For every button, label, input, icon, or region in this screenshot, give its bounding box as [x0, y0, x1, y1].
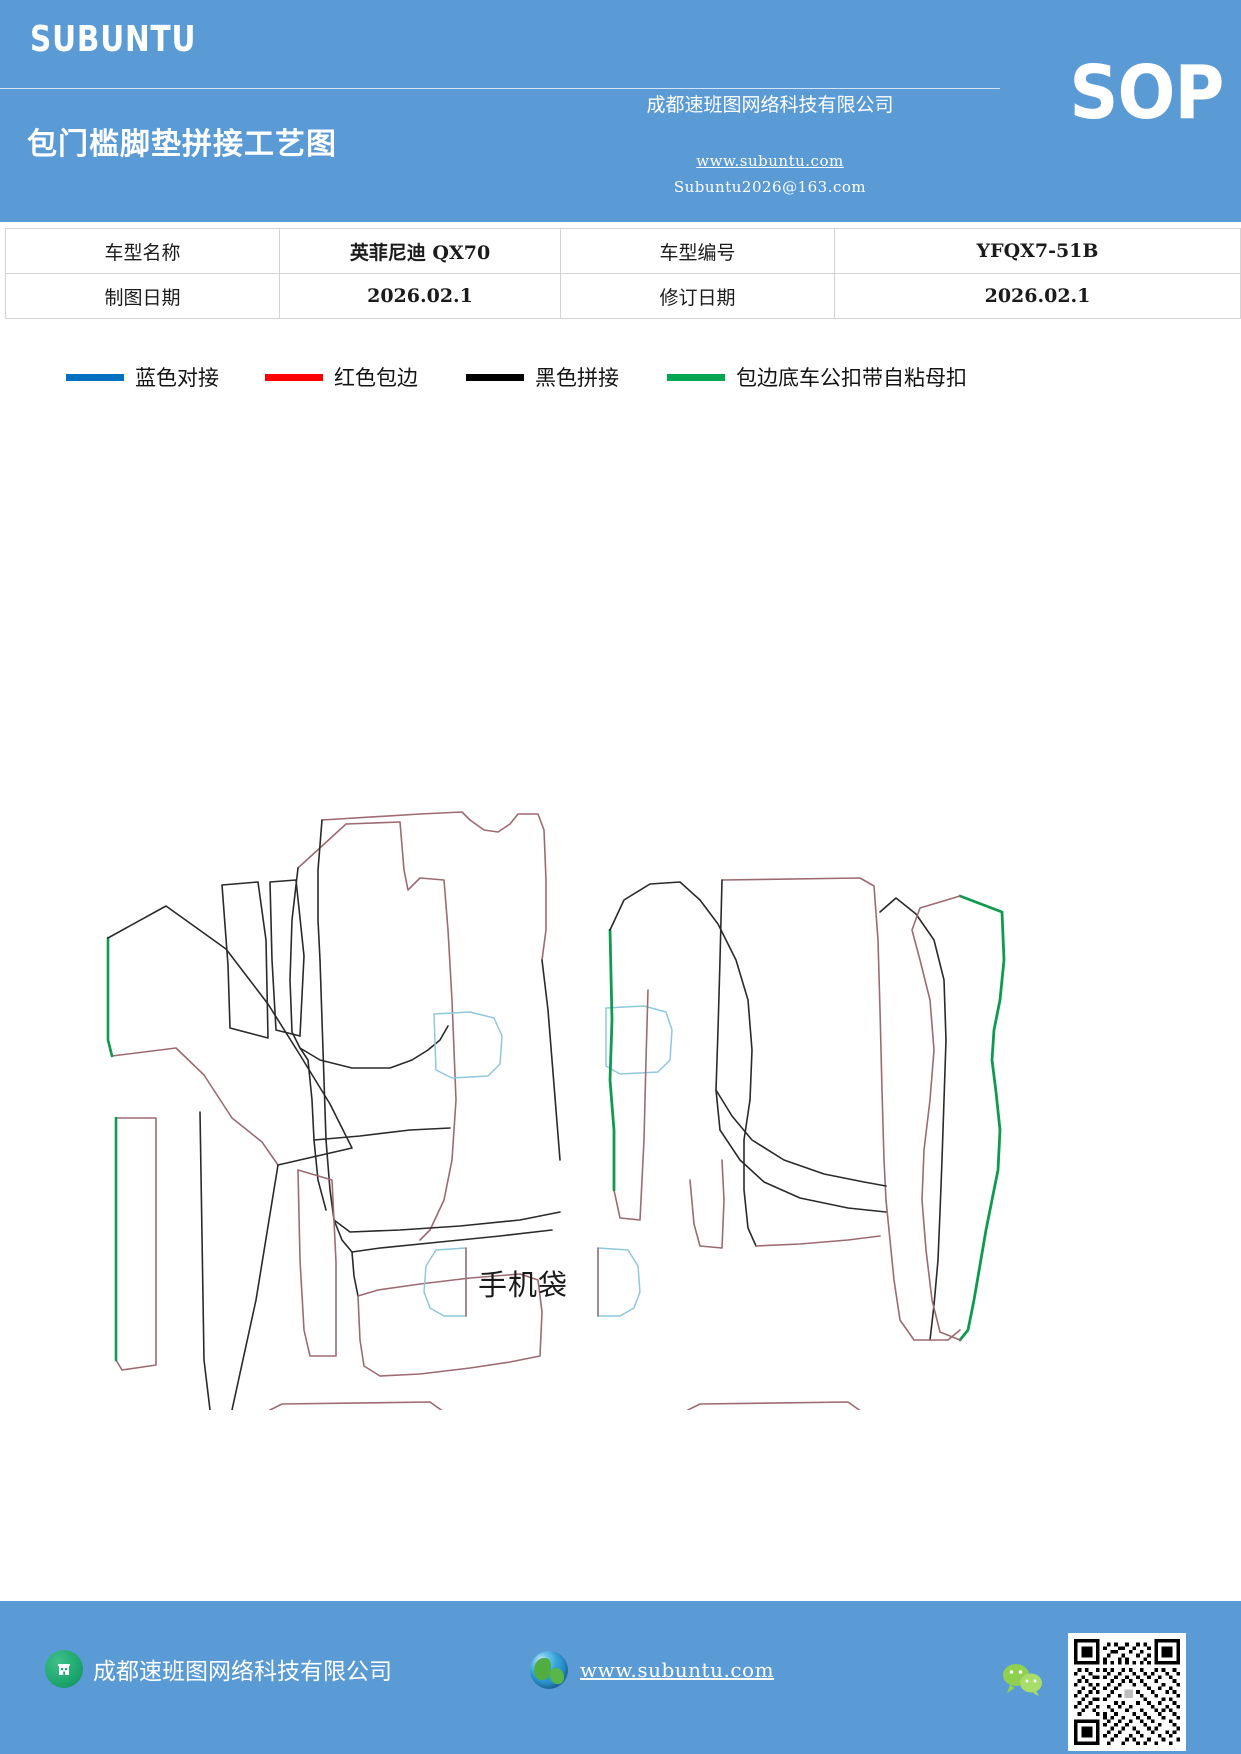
- header-divider: [0, 88, 1000, 89]
- piece-driver-toe-flap-right: [269, 879, 305, 1037]
- legend-label-black: 黑色拼接: [535, 366, 619, 390]
- wechat-icon: [1000, 1662, 1044, 1696]
- piece-rear-center-left-mat: [268, 1401, 443, 1410]
- piece-left-sill-strip: [114, 1116, 157, 1371]
- piece-driver-sub-panel-a: [357, 1273, 543, 1377]
- piece-left-lower-wedge: [199, 1111, 279, 1410]
- qr-code[interactable]: [1068, 1633, 1186, 1751]
- brand-logo: SUBUNTU: [30, 19, 197, 60]
- legend-item-green-hook-loop: 包边底车公扣带自粘母扣: [667, 362, 967, 392]
- table-row: 制图日期 2026.02.1 修订日期 2026.02.1: [5, 273, 1241, 319]
- building-icon: [45, 1650, 83, 1688]
- label-model-code: 车型编号: [560, 228, 835, 274]
- legend-swatch-blue: [66, 373, 124, 381]
- header-email[interactable]: Subuntu2026@163.com: [673, 178, 867, 196]
- value-model-code: YFQX7-51B: [834, 228, 1241, 274]
- piece-passenger-left-flap: [608, 881, 753, 1221]
- label-draw-date: 制图日期: [5, 273, 280, 319]
- value-revision-date: 2026.02.1: [834, 273, 1241, 319]
- footer-website-link[interactable]: www.subuntu.com: [580, 1658, 775, 1682]
- legend-label-red: 红色包边: [334, 366, 418, 390]
- piece-rear-center-right-mat: [686, 1401, 861, 1410]
- legend-item-red-binding: 红色包边: [265, 362, 418, 392]
- legend-label-blue: 蓝色对接: [135, 366, 219, 390]
- page-title: 包门槛脚垫拼接工艺图: [27, 127, 337, 162]
- legend-label-green: 包边底车公扣带自粘母扣: [736, 366, 967, 390]
- pattern-svg: [106, 811, 1006, 1410]
- vehicle-info-table: 车型名称 英菲尼迪 QX70 车型编号 YFQX7-51B 制图日期 2026.…: [5, 228, 1241, 319]
- value-draw-date: 2026.02.1: [279, 273, 561, 319]
- piece-driver-step-panel: [325, 1139, 561, 1297]
- footer-company-name: 成都速班图网络科技有限公司: [93, 1659, 392, 1685]
- legend-swatch-green: [667, 373, 725, 381]
- piece-phone-pocket-upper-left: [433, 1011, 503, 1079]
- value-model-name: 英菲尼迪 QX70: [279, 228, 561, 274]
- piece-center-console-panel: [317, 811, 561, 1161]
- legend-item-black-splice: 黑色拼接: [466, 362, 619, 392]
- piece-driver-main-mat: [289, 821, 457, 1241]
- page-footer: 成都速班图网络科技有限公司 www.subuntu.com: [0, 1601, 1241, 1754]
- table-row: 车型名称 英菲尼迪 QX70 车型编号 YFQX7-51B: [5, 228, 1241, 274]
- legend: 蓝色对接 红色包边 黑色拼接 包边底车公扣带自粘母扣: [66, 360, 1066, 394]
- label-revision-date: 修订日期: [560, 273, 835, 319]
- piece-passenger-sill-strip: [879, 897, 961, 1341]
- label-model-name: 车型名称: [5, 228, 280, 274]
- piece-phone-pocket-left: [423, 1247, 467, 1317]
- piece-phone-pocket-upper-right: [605, 1005, 673, 1075]
- piece-front-left-sill-outer: [106, 905, 353, 1166]
- footer-site: www.subuntu.com: [530, 1651, 774, 1689]
- piece-passenger-main-mat: [689, 877, 887, 1249]
- legend-item-blue-butt-joint: 蓝色对接: [66, 362, 219, 392]
- footer-company: 成都速班图网络科技有限公司: [45, 1650, 392, 1688]
- globe-icon: [530, 1651, 568, 1689]
- piece-driver-toe-flap-left: [221, 881, 269, 1039]
- piece-driver-sub-panel-b: [297, 1169, 337, 1357]
- header-website-link[interactable]: www.subuntu.com: [696, 152, 844, 170]
- page-header: SUBUNTU 包门槛脚垫拼接工艺图 成都速班图网络科技有限公司 www.sub…: [0, 0, 1241, 222]
- legend-swatch-red: [265, 373, 323, 381]
- sop-badge: SOP: [1068, 50, 1224, 136]
- header-company-name: 成都速班图网络科技有限公司: [646, 94, 894, 116]
- floor-mat-pattern-drawing: 手机袋: [0, 400, 1241, 1410]
- piece-phone-pocket-right: [597, 1247, 641, 1317]
- phone-pocket-label: 手机袋: [478, 1268, 569, 1302]
- piece-passenger-outer-sill: [911, 894, 1006, 1342]
- legend-swatch-black: [466, 373, 524, 381]
